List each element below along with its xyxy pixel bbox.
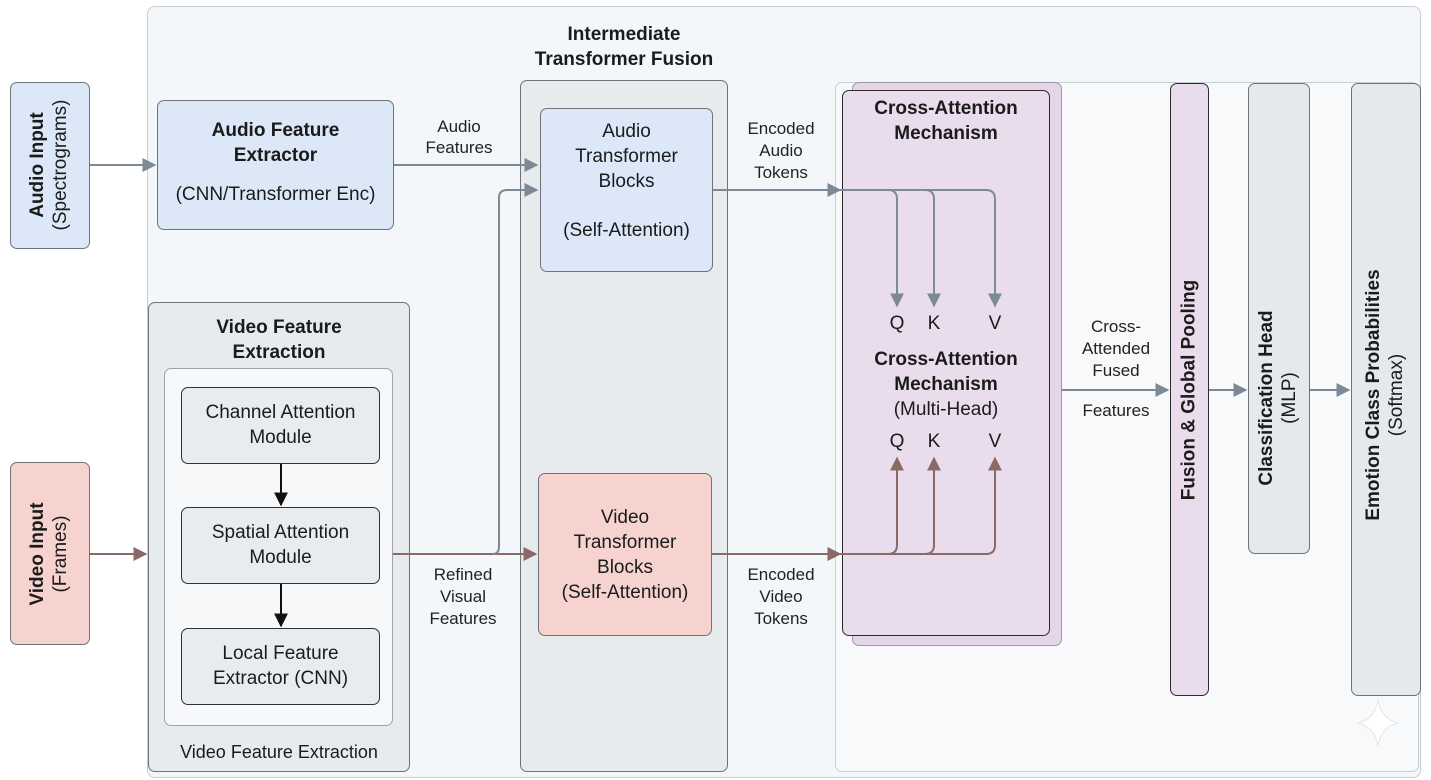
arrow-video-v	[925, 456, 1002, 555]
encoded-video-label-2: Video	[759, 587, 803, 606]
video-extraction-title-1: Video Feature	[216, 317, 342, 338]
channel-attention-line2: Module	[249, 427, 312, 448]
q-top-label: Q	[889, 313, 905, 334]
cross-fused-label-1: Cross-	[1090, 317, 1142, 336]
cross-attention-front	[842, 90, 1050, 636]
fusion-title-1: Intermediate	[567, 24, 681, 45]
arrow-video-q	[840, 456, 904, 555]
audio-input-box	[10, 82, 90, 249]
encoded-audio-label-3: Tokens	[754, 163, 808, 182]
audio-transformer-line2: Transformer	[575, 146, 678, 167]
audio-transformer-line4: (Self-Attention)	[563, 220, 690, 241]
spatial-attention-line2: Module	[249, 547, 312, 568]
channel-attention-module	[181, 387, 380, 464]
cross-fused-label-4: Features	[1082, 401, 1150, 420]
audio-transformer-line1: Audio	[602, 121, 651, 142]
local-feature-extractor	[181, 628, 380, 705]
video-transformer-line1: Video	[600, 507, 650, 528]
video-extraction-title-2: Extraction	[232, 342, 326, 363]
video-extraction-footer: Video Feature Extraction	[180, 742, 378, 762]
encoded-audio-label-2: Audio	[759, 141, 803, 160]
audio-transformer-line3: Blocks	[598, 171, 655, 192]
audio-extractor-title-1: Audio Feature	[211, 120, 340, 141]
video-transformer-line4: (Self-Attention)	[561, 582, 689, 603]
video-transformer-line3: Blocks	[597, 557, 653, 578]
cross-attention-header-2: Mechanism	[894, 123, 998, 144]
cross-attention-center-1: Cross-Attention	[874, 349, 1018, 370]
q-bottom-label: Q	[889, 431, 905, 452]
video-transformer-blocks	[538, 473, 712, 636]
fusion-title-2: Transformer Fusion	[534, 49, 714, 70]
cross-attention-center-2: Mechanism	[894, 374, 998, 395]
emotion-probabilities	[1351, 83, 1421, 696]
arrow-visual-to-audio	[492, 183, 539, 555]
video-input-box	[10, 462, 90, 645]
arrow-audio-q	[840, 189, 904, 308]
local-feature-line2: Extractor (CNN)	[212, 668, 349, 689]
k-top-label: K	[927, 313, 941, 334]
k-bottom-label: K	[927, 431, 941, 452]
cross-attention-center-3: (Multi-Head)	[893, 399, 999, 420]
v-top-label: V	[988, 313, 1002, 334]
arrow-audio-v	[925, 189, 1002, 308]
audio-transformer-blocks	[540, 108, 713, 272]
cross-attention-header-1: Cross-Attention	[874, 98, 1018, 119]
audio-feature-extractor	[157, 100, 394, 230]
encoded-audio-label-1: Encoded	[747, 119, 815, 138]
classification-head	[1248, 83, 1310, 554]
audio-extractor-detail: (CNN/Transformer Enc)	[175, 184, 376, 205]
cross-fused-label-2: Attended	[1081, 339, 1151, 358]
refined-visual-label-3: Features	[429, 609, 497, 628]
encoded-video-label-1: Encoded	[747, 565, 815, 584]
channel-attention-line1: Channel Attention	[205, 402, 356, 423]
sparkle-icon	[1357, 699, 1399, 747]
refined-visual-label-2: Visual	[440, 587, 486, 606]
audio-features-label-2: Features	[425, 138, 493, 157]
arrow-video-k	[888, 456, 941, 555]
audio-extractor-title-2: Extractor	[233, 145, 318, 166]
video-transformer-line2: Transformer	[573, 532, 677, 553]
audio-features-label-1: Audio	[437, 117, 481, 136]
refined-visual-label-1: Refined	[433, 565, 493, 584]
spatial-attention-line1: Spatial Attention	[211, 522, 350, 543]
fusion-global-pooling	[1170, 83, 1209, 696]
v-bottom-label: V	[988, 431, 1002, 452]
local-feature-line1: Local Feature	[222, 643, 339, 664]
encoded-video-label-3: Tokens	[754, 609, 808, 628]
arrow-audio-k	[888, 189, 941, 308]
spatial-attention-module	[181, 507, 380, 584]
cross-fused-label-3: Fused	[1092, 361, 1140, 380]
